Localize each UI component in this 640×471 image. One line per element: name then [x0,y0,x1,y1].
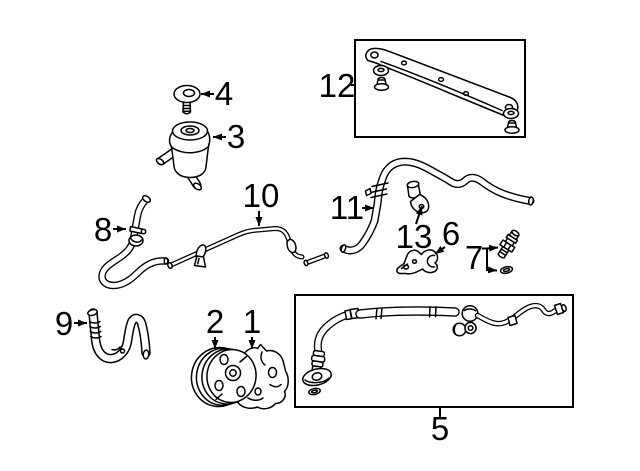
callout-7-arrow-bottom [487,266,498,274]
part-12-grommet-left [372,64,390,91]
callout-2[interactable]: 2 [206,303,224,349]
callout-5-label: 5 [431,410,449,447]
part-13-clamp-drawing [406,180,430,214]
part-10-tube-drawing [167,226,330,270]
callout-11-label: 11 [330,189,364,226]
callout-6[interactable]: 6 [434,215,460,255]
part-8-hose-drawing [98,194,170,290]
callout-13[interactable]: 13 [396,205,433,255]
part-9-hose-drawing [87,308,151,364]
callout-8[interactable]: 8 [94,211,126,248]
callout-7-arrow-top [486,244,499,252]
callout-5[interactable]: 5 [431,408,449,447]
part-12-bracket-group [354,39,526,138]
callout-13-label: 13 [396,218,433,255]
callout-11[interactable]: 11 [330,189,374,226]
callout-6-arrow [434,245,446,255]
callout-10[interactable]: 10 [243,177,280,226]
callout-13-arrow [415,205,423,225]
callout-4[interactable]: 4 [201,75,233,112]
part-5-flange [302,367,332,387]
part-6-bracket-drawing [396,249,439,275]
callout-3-label: 3 [227,118,245,155]
callout-7-label: 7 [465,239,483,276]
callout-6-label: 6 [442,215,460,252]
part-10-clamp [193,244,207,268]
callout-1[interactable]: 1 [243,303,261,349]
part-5-hose-assembly-drawing [302,302,567,396]
part-11-hose-drawing [339,157,535,255]
callout-3[interactable]: 3 [213,118,245,155]
part-7-o-ring [499,265,514,275]
part-7-valve-drawing [497,229,520,275]
callout-1-label: 1 [243,303,261,340]
part-3-reservoir-drawing [155,121,211,191]
callout-7[interactable]: 7 [465,239,499,276]
part-8-clamp [129,225,147,235]
callout-9-label: 9 [55,305,73,342]
callout-12[interactable]: 12 [319,67,356,104]
callout-8-label: 8 [94,211,112,248]
part-12-grommet-right [502,107,520,134]
part-4-reservoir-cap-drawing [173,84,201,115]
part-5-clamp [452,321,477,337]
callout-10-label: 10 [243,177,280,214]
callout-12-label: 12 [319,67,356,104]
callout-9[interactable]: 9 [55,305,87,342]
part-5-hose-assembly-group [294,294,574,408]
callout-2-label: 2 [206,303,224,340]
part-12-bracket-drawing [365,47,519,118]
part-2-pulley-drawing [190,346,257,408]
part-5-o-ring [308,387,321,396]
callout-4-label: 4 [215,75,233,112]
